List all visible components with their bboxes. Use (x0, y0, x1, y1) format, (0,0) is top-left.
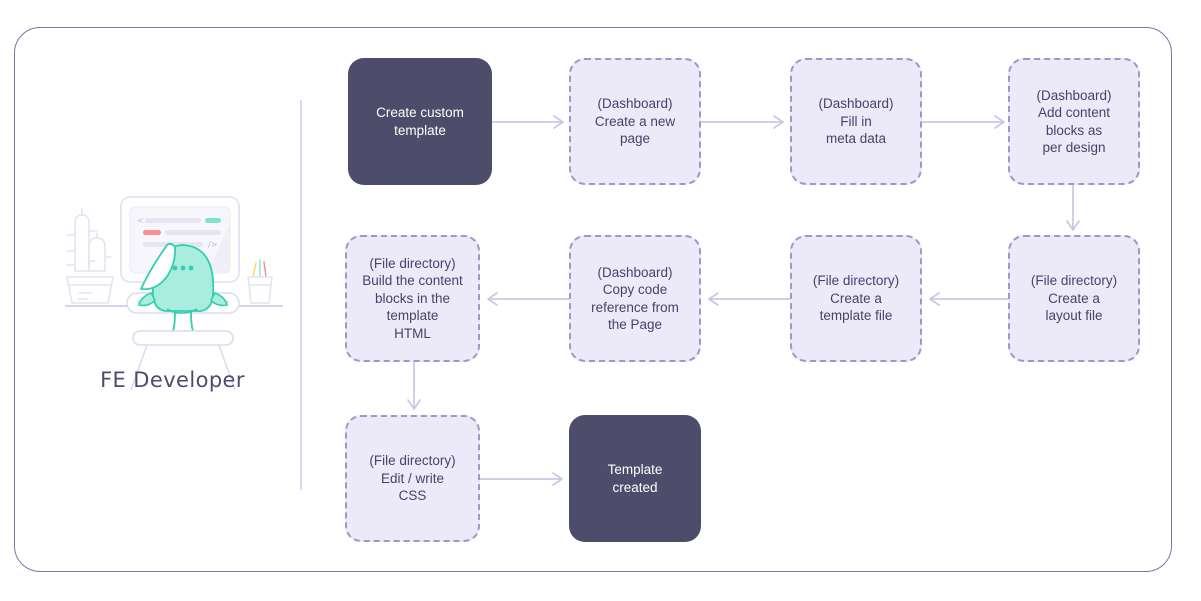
edge-n2-n3 (700, 112, 792, 132)
persona-label: FE Developer (100, 368, 245, 392)
flow-node-copy-code-reference[interactable]: (Dashboard) Copy code reference from the… (569, 235, 701, 362)
flow-node-build-content-blocks[interactable]: (File directory) Build the content block… (345, 235, 480, 362)
edge-n9-n10 (479, 469, 571, 489)
flow-node-create-a-new-page[interactable]: (Dashboard) Create a new page (569, 58, 701, 185)
edge-n3-n4 (921, 112, 1013, 132)
flow-node-create-a-template-file[interactable]: (File directory) Create a template file (790, 235, 922, 362)
flow-node-edit-write-css[interactable]: (File directory) Edit / write CSS (345, 415, 480, 542)
svg-text:/>: /> (208, 240, 217, 249)
svg-text:<: < (137, 216, 144, 225)
flow-node-fill-in-meta-data[interactable]: (Dashboard) Fill in meta data (790, 58, 922, 185)
section-divider (300, 100, 302, 490)
edge-n8-n9 (404, 362, 424, 416)
edge-n4-n5 (1063, 185, 1083, 237)
edge-n6-n7 (700, 289, 792, 309)
edge-n5-n6 (921, 289, 1013, 309)
outer-frame (14, 27, 1172, 572)
flow-node-create-a-layout-file[interactable]: (File directory) Create a layout file (1008, 235, 1140, 362)
edge-n7-n8 (479, 289, 571, 309)
edge-n1-n2 (492, 112, 572, 132)
flow-node-add-content-blocks[interactable]: (Dashboard) Add content blocks as per de… (1008, 58, 1140, 185)
flow-node-create-custom-template[interactable]: Create custom template (348, 58, 492, 185)
flow-node-template-created[interactable]: Template created (569, 415, 701, 542)
developer-at-desk-illustration: < /> (55, 185, 290, 400)
